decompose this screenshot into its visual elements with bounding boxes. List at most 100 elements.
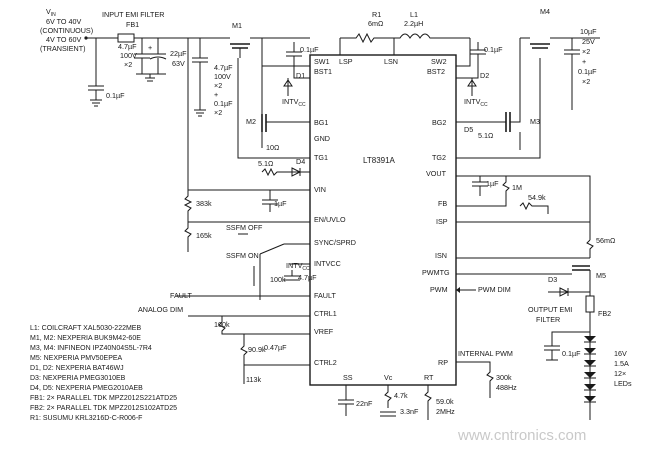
pin-lsn: LSN [384,57,398,66]
d1-symbol [283,78,293,96]
bom-line: FB1: 2× PARALLEL TDK MPZ2012S221ATD25 [30,395,177,402]
c-out-symbol [564,38,580,110]
pwm-dim-label: PWM DIM [478,285,511,294]
pin-vc: Vc [384,373,393,382]
pin-pwm: PWM [430,285,448,294]
pin-bg1: BG1 [314,118,328,127]
bottom-components: 22nF 4.7k 3.3nF 59.0k 2MHz [338,385,455,420]
r-1m-label: 1M [512,183,522,192]
sense-inductor: R1 6mΩ L1 2.2µH [339,10,470,55]
lt8391a-chip [309,54,457,386]
c-in2-voltage: 63V [172,59,185,68]
intvcc-b: INTVCC [464,97,488,108]
led-diodes [584,336,596,402]
c-in1-symbol [134,38,150,74]
c-in1-voltage: 100V [120,51,137,60]
r-47k-label: 4.7k [394,391,408,400]
fb1-bead [117,33,135,43]
pin-ss: SS [343,373,353,382]
input-section: VIN 6V TO 40V (CONTINUOUS) 4V TO 60V (TR… [40,7,310,117]
bom-line: FB2: 2× PARALLEL TDK MPZ2012S102ATD25 [30,405,177,412]
pin-vref: VREF [314,327,334,336]
c-47-symbol [284,263,310,281]
bom-line: D1, D2: NEXPERIA BAT46WJ [30,365,124,372]
m3-wires [510,38,521,150]
r-165k-label: 165k [196,231,212,240]
c-in-ground [136,73,166,82]
vout-wire [456,175,591,240]
bom-line: R1: SUSUMU KRL3216D-C-R006-F [30,415,142,422]
r1-value: 6mΩ [368,19,384,28]
lsp-lsn-leads [339,38,395,55]
c-m1b-plus: + [214,90,218,99]
pwm-arrow [456,287,460,293]
c-33n-label: 3.3nF [400,407,419,416]
r-100k-label: 100k [270,275,286,284]
pin-ctrl1: CTRL1 [314,309,337,318]
m3-symbol [505,112,511,132]
pin-bst2: BST2 [427,67,445,76]
m1-label: M1 [232,21,242,30]
r-549k-symbol [519,202,549,214]
c-led-label: 0.1µF [562,349,581,358]
r-590k-label: 59.0k [436,397,454,406]
c-vout-symbol [472,176,488,196]
bom-list: L1: COILCRAFT XAL5030-222MEB M1, M2: NEX… [30,325,177,422]
c-in1-count: ×2 [124,60,132,69]
ssfm-off-label: SSFM OFF [226,223,263,232]
r-47k-symbol [380,385,396,417]
output-emi-label-1: OUTPUT EMI [528,305,572,314]
ssfm-on-label: SSFM ON [226,251,259,260]
m4-label: M4 [540,7,550,16]
f-488-label: 488Hz [496,383,517,392]
pin-gnd: GND [314,134,330,143]
d3-symbol [548,287,590,297]
fb1-label: FB1 [126,20,139,29]
ssfm-switch [238,233,310,255]
m3-label: M3 [530,117,540,126]
l1-symbol [394,33,470,39]
pin-ctrl2: CTRL2 [314,358,337,367]
c-047-label: 0.47µF [264,343,287,352]
bom-line: M3, M4: INFINEON IPZ40N04S5L-7R4 [30,345,152,352]
c-out1-count: ×2 [582,47,590,56]
fb2-label: FB2 [598,309,611,318]
pin-vin: VIN [314,185,326,194]
right-output-network: 1µF 1M 54.9k 56mΩ M5 PWM DIM D3 OUTPUT E… [456,175,632,420]
c-out1-voltage: 25V [582,37,595,46]
pin-pwmtg: PWMTG [422,268,450,277]
d4-symbol [291,167,302,177]
pin-isn: ISN [435,251,447,260]
left-gate-drive: 0.1µF D1 INTVCC M2 10Ω 5.1Ω D4 [237,38,319,177]
pin-bg2: BG2 [432,118,446,127]
led-feed-wire [551,270,591,346]
internal-pwm-label: INTERNAL PWM [458,349,513,358]
pin-fb: FB [438,199,447,208]
m5-symbol [572,265,590,271]
c-out2-plus: + [582,57,586,66]
c-out2-label: 0.1µF [578,67,597,76]
m2-symbol [261,114,267,132]
vin-range-4: (TRANSIENT) [40,44,86,53]
r-909k-symbol [240,334,248,384]
c-in3-label: 0.1µF [106,91,125,100]
c-in2-top [150,38,166,55]
r-383k-symbol [183,190,310,223]
pin-tg2: TG2 [432,153,446,162]
c-out2-count: ×2 [582,77,590,86]
vin-range-3: 4V TO 60V [46,35,82,44]
d2-label: D2 [480,71,489,80]
bom-line: M5: NEXPERIA PMV50EPEA [30,355,123,362]
led-label: LEDs [614,379,632,388]
c-in2-label: 22µF [170,49,187,58]
c-22n-symbol [338,385,354,416]
d5-label: D5 [464,125,473,134]
c-bst2-label: 0.1µF [484,45,503,54]
c-in1-label: 4.7µF [118,42,137,51]
chip-name: LT8391A [363,156,396,165]
output-emi-label-2: FILTER [536,315,560,324]
r-51b-label: 5.1Ω [478,131,494,140]
fault-label: FAULT [170,291,192,300]
vin-pin-wire [187,38,310,191]
